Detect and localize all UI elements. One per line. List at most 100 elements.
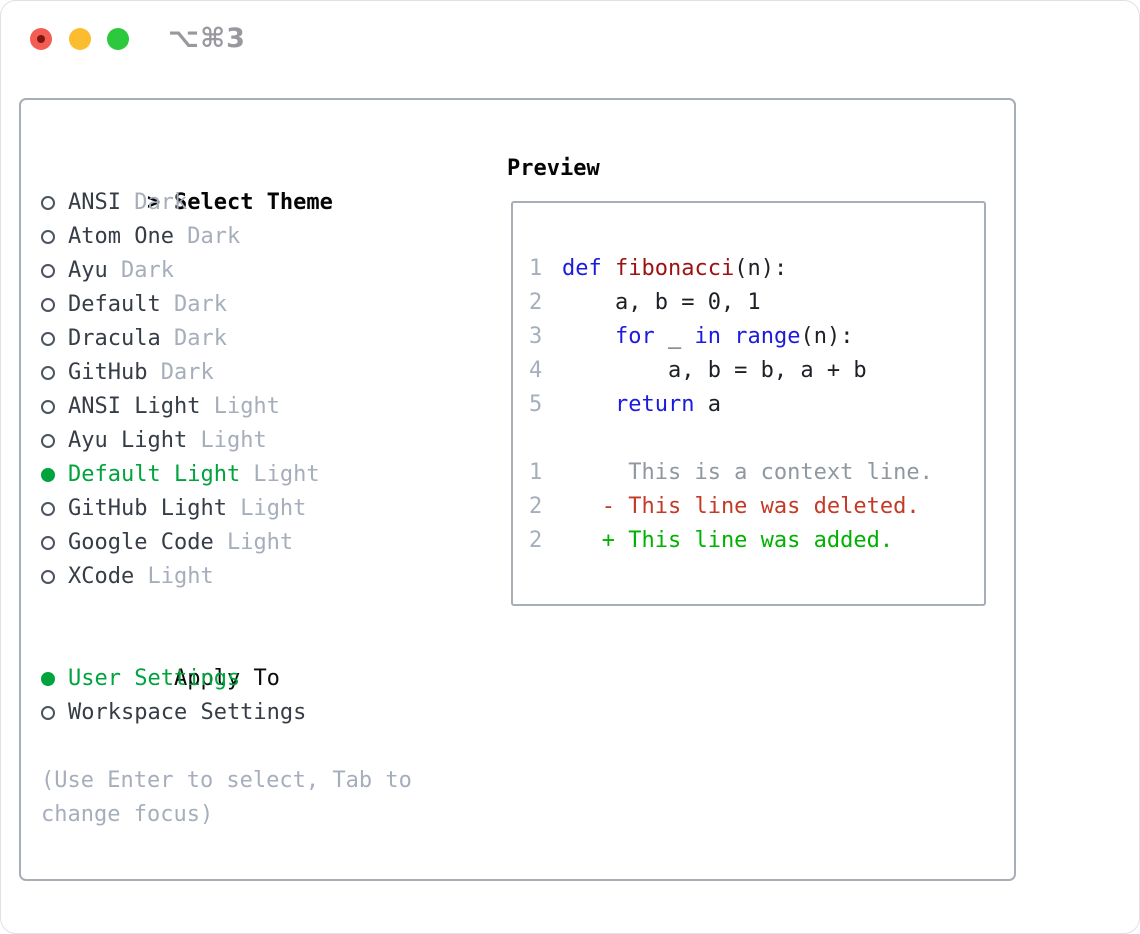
spacer <box>41 594 475 628</box>
spacer <box>529 422 984 456</box>
radio-selected-icon <box>41 468 55 482</box>
theme-variant: Light <box>213 530 294 555</box>
code-token: return <box>614 392 695 417</box>
apply-option-workspace-settings[interactable]: Workspace Settings <box>41 696 475 730</box>
code-token: - This line was deleted. <box>562 494 920 519</box>
line-number: 3 <box>529 324 543 349</box>
code-token: _ <box>654 324 695 349</box>
theme-option-default-light[interactable]: Default Light Light <box>41 458 475 492</box>
radio-icon <box>41 434 55 448</box>
code-token <box>602 256 615 281</box>
code-token: in <box>694 324 721 349</box>
theme-option-github[interactable]: GitHub Dark <box>41 356 475 390</box>
code-token: range <box>734 324 801 349</box>
line-number: 5 <box>529 392 543 417</box>
radio-icon <box>41 400 55 414</box>
code-token: a <box>694 392 721 417</box>
apply-option-label: User Settings <box>68 666 241 691</box>
radio-icon <box>41 570 55 584</box>
theme-name: GitHub <box>68 360 148 385</box>
diff-line: 2 + This line was added. <box>529 524 984 558</box>
code-token: (n): <box>734 256 788 281</box>
radio-icon <box>41 264 55 278</box>
theme-name: Dracula <box>68 326 161 351</box>
line-number: 2 <box>529 290 543 315</box>
code-token: This is a context line. <box>562 460 933 485</box>
diff-preview: 1 This is a context line.2 - This line w… <box>529 456 984 558</box>
theme-name: Ayu Light <box>68 428 188 453</box>
radio-icon <box>41 196 55 210</box>
close-dot-icon <box>37 35 45 43</box>
hint-text: (Use Enter to select, Tab to change focu… <box>41 768 412 827</box>
code-token: def <box>562 256 602 281</box>
radio-icon <box>41 366 55 380</box>
theme-variant: Dark <box>107 258 174 283</box>
apply-option-user-settings[interactable]: User Settings <box>41 662 475 696</box>
theme-name: ANSI Light <box>68 394 201 419</box>
theme-option-ayu-light[interactable]: Ayu Light Light <box>41 424 475 458</box>
select-theme-header-row: >Select Theme <box>41 152 475 215</box>
line-number: 4 <box>529 358 543 383</box>
theme-variant: Light <box>134 564 214 589</box>
code-token: a, b = 0, 1 <box>562 290 761 315</box>
line-number: 2 <box>529 528 543 553</box>
maximize-button[interactable] <box>107 28 129 50</box>
code-token: a, b = b, a + b <box>562 358 867 383</box>
theme-name: Atom One <box>68 224 174 249</box>
line-number: 1 <box>529 460 543 485</box>
theme-name: Ayu <box>68 258 108 283</box>
code-token <box>721 324 734 349</box>
theme-name: XCode <box>68 564 135 589</box>
theme-variant: Light <box>187 428 267 453</box>
theme-option-xcode[interactable]: XCode Light <box>41 560 475 594</box>
theme-option-github-light[interactable]: GitHub Light Light <box>41 492 475 526</box>
theme-option-ansi[interactable]: ANSI Dark <box>41 186 475 220</box>
theme-variant: Light <box>200 394 280 419</box>
theme-option-google-code[interactable]: Google Code Light <box>41 526 475 560</box>
spacer <box>41 730 475 764</box>
code-line: 3 for _ in range(n): <box>529 320 984 354</box>
code-token <box>562 392 615 417</box>
theme-name: ANSI <box>68 190 121 215</box>
code-line: 5 return a <box>529 388 984 422</box>
theme-option-ansi-light[interactable]: ANSI Light Light <box>41 390 475 424</box>
preview-header: Preview <box>507 156 600 181</box>
diff-line: 1 This is a context line. <box>529 456 984 490</box>
radio-icon <box>41 230 55 244</box>
code-token: + This line was added. <box>562 528 894 553</box>
theme-variant: Dark <box>120 190 188 215</box>
radio-icon <box>41 536 55 550</box>
radio-selected-icon <box>41 672 55 686</box>
line-number: 1 <box>529 256 543 281</box>
theme-name: Default Light <box>68 462 241 487</box>
theme-variant: Dark <box>160 292 227 317</box>
theme-variant: Light <box>240 462 320 487</box>
radio-icon <box>41 706 55 720</box>
theme-option-default[interactable]: Default Dark <box>41 288 475 322</box>
theme-variant: Dark <box>160 326 227 351</box>
theme-name: GitHub Light <box>68 496 227 521</box>
theme-option-dracula[interactable]: Dracula Dark <box>41 322 475 356</box>
radio-icon <box>41 332 55 346</box>
theme-option-ayu[interactable]: Ayu Dark <box>41 254 475 288</box>
apply-option-label: Workspace Settings <box>68 700 307 725</box>
diff-line: 2 - This line was deleted. <box>529 490 984 524</box>
cursor-prefix: > <box>146 190 161 215</box>
theme-variant: Light <box>226 496 307 521</box>
theme-variant: Dark <box>147 360 214 385</box>
radio-icon <box>41 298 55 312</box>
code-token: fibonacci <box>615 256 735 281</box>
close-button[interactable] <box>30 28 52 50</box>
radio-icon <box>41 502 55 516</box>
theme-option-atom-one[interactable]: Atom One Dark <box>41 220 475 254</box>
code-line: 2 a, b = 0, 1 <box>529 286 984 320</box>
theme-name: Default <box>68 292 161 317</box>
line-number: 2 <box>529 494 543 519</box>
theme-name: Google Code <box>68 530 214 555</box>
minimize-button[interactable] <box>69 28 91 50</box>
